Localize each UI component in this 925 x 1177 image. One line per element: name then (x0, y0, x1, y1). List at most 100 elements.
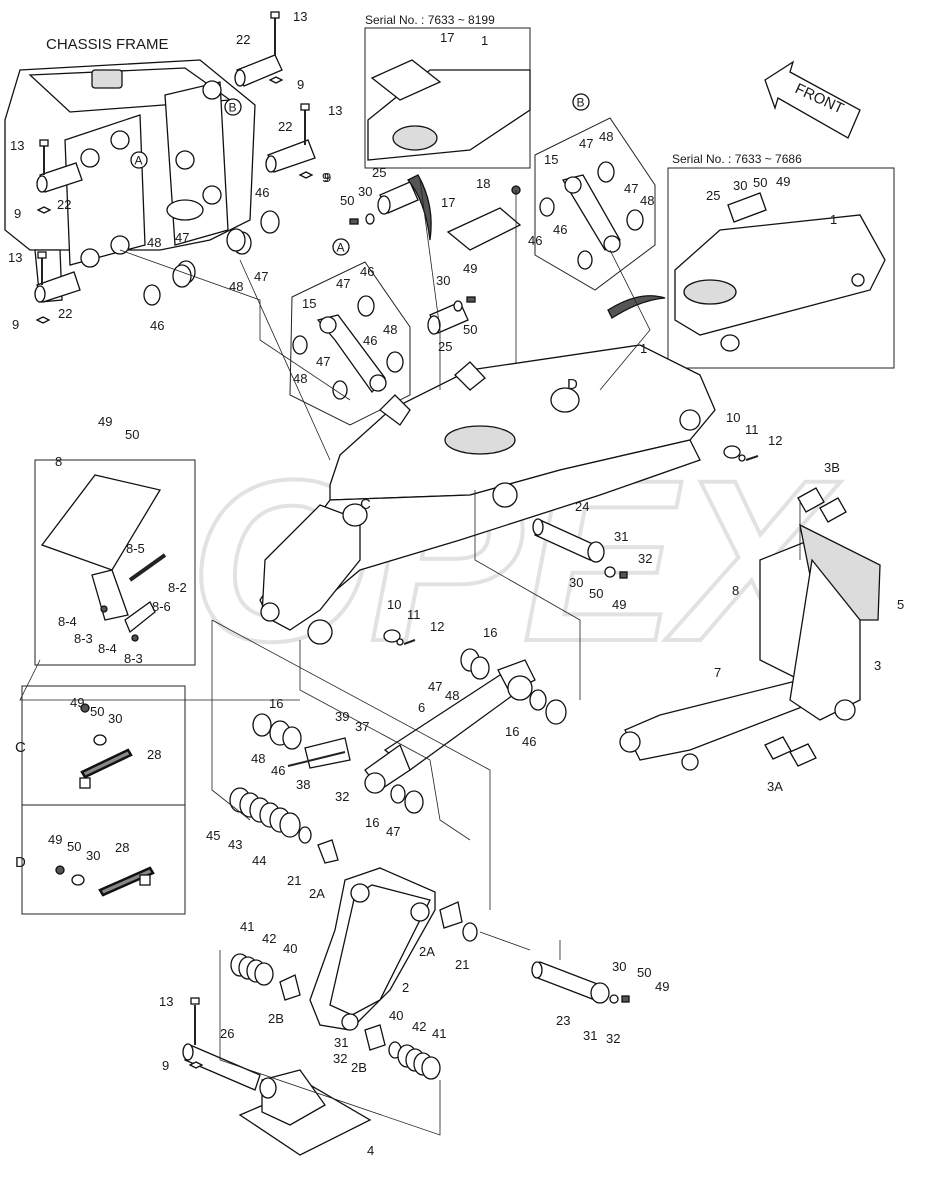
callout-30: 30 (358, 184, 372, 199)
callout-18: 18 (476, 176, 490, 191)
callout-21: 21 (287, 873, 301, 888)
front-arrow (764, 60, 861, 139)
callout-8-3: 8-3 (124, 651, 143, 666)
callout-41: 41 (240, 919, 254, 934)
detail-b-link (534, 117, 656, 291)
detail-a-link (289, 261, 411, 426)
callout-42: 42 (412, 1019, 426, 1034)
callout-10: 10 (726, 410, 740, 425)
pin-23 (531, 961, 630, 1004)
inset-8 (34, 459, 196, 666)
callout-30: 30 (612, 959, 626, 974)
arm-2 (309, 867, 478, 1031)
serial-right-label: Serial No. : 7633 ~ 7686 (672, 152, 802, 166)
callout-50: 50 (340, 193, 354, 208)
callout-31: 31 (583, 1028, 597, 1043)
callout-11: 11 (407, 607, 421, 622)
callout-25: 25 (706, 188, 720, 203)
callout-16: 16 (365, 815, 379, 830)
inset-arrow-right (607, 295, 666, 319)
cylinder-7-bracket (619, 487, 881, 771)
callout-8-5: 8-5 (126, 541, 145, 556)
callout-7: 7 (714, 665, 721, 680)
callout-46: 46 (150, 318, 164, 333)
callout-8-4: 8-4 (98, 641, 117, 656)
callout-32: 32 (638, 551, 652, 566)
callout-16: 16 (483, 625, 497, 640)
callout-49: 49 (776, 174, 790, 189)
serial-top-label: Serial No. : 7633 ~ 8199 (365, 13, 495, 27)
callout-48: 48 (293, 371, 307, 386)
main-boom-1 (259, 344, 716, 645)
detail-a-marker: A (135, 154, 143, 168)
callout-25: 25 (372, 165, 386, 180)
callout-9: 9 (14, 206, 21, 221)
cylinder-6 (364, 648, 567, 814)
callout-46: 46 (360, 264, 374, 279)
callout-8-6: 8-6 (152, 599, 171, 614)
callout-43: 43 (228, 837, 242, 852)
callout-9: 9 (12, 317, 19, 332)
detail-c-marker: C (360, 496, 371, 513)
callout-1: 1 (481, 33, 488, 48)
callout-1: 1 (640, 341, 647, 356)
callout-42: 42 (262, 931, 276, 946)
callout-12: 12 (430, 619, 444, 634)
callout-30: 30 (436, 273, 450, 288)
callout-24: 24 (575, 499, 589, 514)
detail-d-panel-label: D (15, 854, 26, 871)
callout-47: 47 (336, 276, 350, 291)
callout-47: 47 (175, 230, 189, 245)
inset-arrow-top (406, 174, 432, 241)
callout-13: 13 (8, 250, 22, 265)
callout-5: 5 (897, 597, 904, 612)
callout-8-4: 8-4 (58, 614, 77, 629)
callout-48: 48 (599, 129, 613, 144)
callout-49-d: 49 (48, 832, 62, 847)
callout-11: 11 (745, 422, 759, 437)
pins-22 (34, 54, 316, 303)
callout-4: 4 (367, 1143, 374, 1158)
callout-47: 47 (624, 181, 638, 196)
callout-2a: 2A (419, 944, 435, 959)
callout-2b: 2B (268, 1011, 284, 1026)
callout-47: 47 (316, 354, 330, 369)
callout-44: 44 (252, 853, 266, 868)
callout-49: 49 (612, 597, 626, 612)
callout-32: 32 (335, 789, 349, 804)
callout-48: 48 (147, 235, 161, 250)
callout-9: 9 (297, 77, 304, 92)
callout-10: 10 (387, 597, 401, 612)
callout-50-d: 50 (67, 839, 81, 854)
callout-13: 13 (293, 9, 307, 24)
callout-49: 49 (655, 979, 669, 994)
callout-13: 13 (328, 103, 342, 118)
labels: CHASSIS FRAME Serial No. : 7633 ~ 8199 S… (8, 9, 904, 1158)
callout-13: 13 (10, 138, 24, 153)
callout-22: 22 (278, 119, 292, 134)
callout-26: 26 (220, 1026, 234, 1041)
callout-39: 39 (335, 709, 349, 724)
callout-31: 31 (614, 529, 628, 544)
callout-46: 46 (255, 185, 269, 200)
callout-22: 22 (58, 306, 72, 321)
callout-8-3: 8-3 (74, 631, 93, 646)
detail-b-marker: B (229, 101, 237, 115)
bolts-13 (35, 11, 314, 324)
callout-2a: 2A (309, 886, 325, 901)
callout-13: 13 (159, 994, 173, 1009)
callout-32: 32 (333, 1051, 347, 1066)
callout-47: 47 (579, 136, 593, 151)
detail-d-marker: D (567, 376, 578, 393)
callout-8-2: 8-2 (168, 580, 187, 595)
detail-a-heading: A (337, 241, 345, 255)
chassis-frame-title: CHASSIS FRAME (46, 36, 169, 53)
callout-25: 25 (438, 339, 452, 354)
callout-48: 48 (251, 751, 265, 766)
callout-46: 46 (528, 233, 542, 248)
callout-50: 50 (753, 175, 767, 190)
washer-stack-45 (229, 713, 351, 864)
callout-46: 46 (522, 734, 536, 749)
callout-16: 16 (269, 696, 283, 711)
callout-15: 15 (544, 152, 558, 167)
